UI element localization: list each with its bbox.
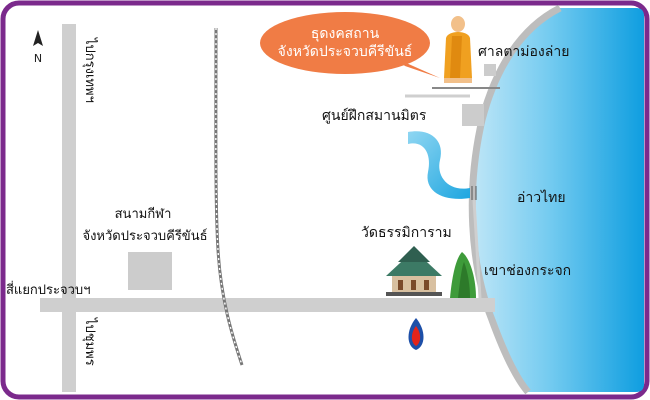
stadium-label-line2: จังหวัดประจวบคีรีขันธ์ — [82, 228, 207, 244]
callout-line2: จังหวัดประจวบคีรีขันธ์ — [278, 43, 413, 60]
coastline — [468, 4, 562, 395]
river — [408, 131, 470, 199]
railway — [214, 27, 244, 366]
mountain-icon — [450, 252, 476, 298]
monk-icon — [432, 16, 500, 89]
temple-icon — [386, 246, 442, 296]
gulf-sea — [472, 8, 644, 392]
road-horizontal — [40, 298, 495, 312]
temple-label: วัดธรรมิการาม — [361, 225, 452, 241]
training-center-label: ศูนย์ฝึกสมานมิตร — [322, 107, 427, 124]
road-coastal — [405, 94, 482, 299]
gulf-label: อ่าวไทย — [517, 189, 566, 206]
training-center-block — [462, 104, 484, 126]
road-top-label: ไปกรุงเทพฯ — [82, 37, 98, 103]
shrine-label: ศาลตาม่องล่าย — [478, 44, 569, 60]
intersection-label: สี่แยกประจวบฯ — [6, 281, 91, 298]
callout-line1: ธุดงคสถาน — [311, 26, 380, 42]
north-arrow-icon: N — [33, 30, 43, 65]
stadium-label-line1: สนามกีฬา — [115, 206, 172, 222]
ptt-gas-station-icon — [408, 318, 424, 350]
callout-bubble: ธุดงคสถาน จังหวัดประจวบคีรีขันธ์ — [260, 12, 440, 78]
road-vertical — [62, 24, 76, 392]
shrine-block — [484, 64, 496, 76]
north-label: N — [34, 52, 42, 65]
road-bottom-label: ไปชุมพร — [82, 317, 98, 366]
stadium-block — [128, 252, 172, 290]
mountain-label: เขาช่องกระจก — [484, 263, 571, 279]
bridge-marks — [471, 186, 477, 200]
